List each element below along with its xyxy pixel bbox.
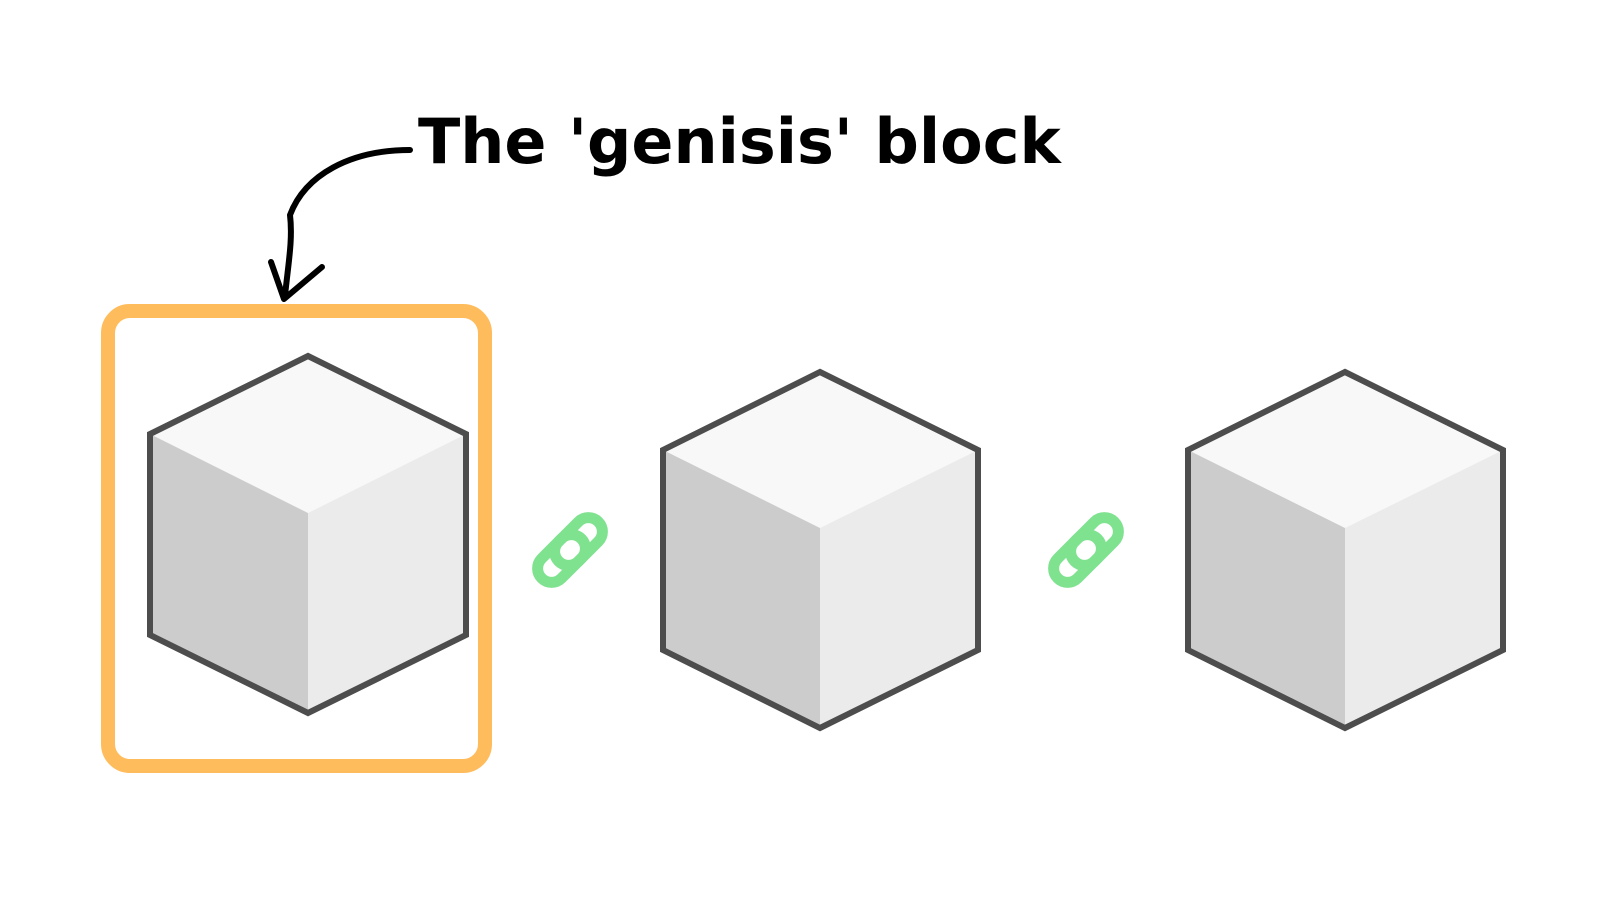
block-3: [1185, 368, 1506, 732]
chain-link-icon: [532, 512, 608, 588]
block-1: [147, 352, 469, 717]
block-2: [660, 368, 981, 732]
chain-link-icon: [1048, 512, 1124, 588]
cube-icon: [660, 368, 981, 732]
cube-icon: [1185, 368, 1506, 732]
curved-arrow-icon: [268, 147, 413, 302]
genesis-block-label: The 'genisis' block: [418, 105, 1061, 178]
chain-link-1: [532, 512, 608, 588]
genesis-highlight-frame: [101, 304, 492, 773]
cube-icon: [147, 352, 469, 717]
chain-link-2: [1048, 512, 1124, 588]
